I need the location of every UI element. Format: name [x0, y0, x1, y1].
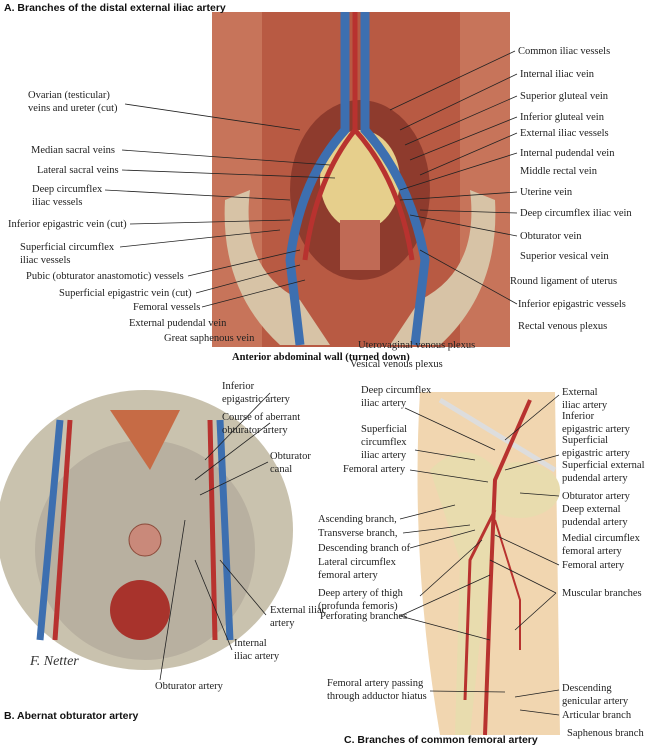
label-ovarian-veins: Ovarian (testicular) veins and ureter (c… [28, 90, 118, 114]
label-saphenous-branch: Saphenous branch [567, 728, 644, 739]
label-femoral-vessels: Femoral vessels [133, 302, 201, 313]
panel-a-title: A. Branches of the distal external iliac… [4, 2, 226, 14]
label-deep-circumflex-iliac-artery: Deep circumflex iliac artery [361, 385, 432, 409]
label-great-saphenous-vein: Great saphenous vein [164, 333, 255, 344]
label-superficial-external-pudendal-artery: Superficial external pudendal artery [562, 460, 645, 484]
label-superficial-epigastric-vein: Superficial epigastric vein (cut) [59, 288, 192, 299]
panel-b-title: B. Abernat obturator artery [4, 710, 139, 722]
label-pubic-vessels: Pubic (obturator anastomotic) vessels [26, 271, 184, 282]
label-external-iliac-artery-b: External iliac artery [270, 605, 327, 629]
label-vesical-venous-plexus: Vesical venous plexus [350, 359, 443, 370]
label-deep-circumflex-iliac-vein: Deep circumflex iliac vein [520, 208, 632, 219]
panel-a-caption: Anterior abdominal wall (turned down) [232, 352, 410, 363]
label-obturator-canal: Obturator canal [270, 451, 311, 475]
label-deep-external-pudendal-artery: Deep external pudendal artery [562, 504, 628, 528]
label-internal-pudendal-vein: Internal pudendal vein [520, 148, 615, 159]
label-round-ligament-of-uterus: Round ligament of uterus [510, 276, 618, 287]
label-obturator-artery-b: Obturator artery [155, 681, 223, 692]
label-transverse-branch: Transverse branch, [318, 528, 398, 539]
label-descending-branch: Descending branch of [318, 543, 411, 554]
label-aberrant-obturator-course: Course of aberrant obturator artery [222, 412, 301, 436]
label-superficial-epigastric-artery: Superficial epigastric artery [562, 435, 630, 459]
label-perforating-branches: Perforating branches [320, 611, 408, 622]
label-rectal-venous-plexus: Rectal venous plexus [518, 321, 608, 332]
label-internal-iliac-artery-b: Internal iliac artery [234, 638, 280, 662]
label-uterine-vein: Uterine vein [520, 187, 573, 198]
label-articular-branch: Articular branch [562, 710, 632, 721]
label-obturator-artery-c: Obturator artery [562, 491, 630, 502]
label-femoral-artery-c-left: Femoral artery [343, 464, 406, 475]
label-superficial-circumflex-iliac-vessels: Superficial circumflex iliac vessels [20, 242, 115, 266]
label-lateral-circumflex-femoral-artery: Lateral circumflex femoral artery [318, 557, 396, 581]
label-muscular-branches: Muscular branches [562, 588, 642, 599]
label-superior-gluteal-vein: Superior gluteal vein [520, 91, 609, 102]
label-middle-rectal-vein: Middle rectal vein [520, 166, 597, 177]
panel-a-illustration [212, 12, 510, 347]
label-deep-circumflex-iliac-vessels: Deep circumflex iliac vessels [32, 184, 103, 208]
label-inferior-epigastric-artery-c: Inferior epigastric artery [562, 411, 630, 435]
panel-c-illustration [417, 392, 560, 736]
label-ascending-branch: Ascending branch, [318, 514, 397, 525]
label-superior-vesical-vein: Superior vesical vein [520, 251, 609, 262]
label-femoral-artery-adductor-hiatus: Femoral artery passing through adductor … [327, 678, 427, 702]
label-external-iliac-vessels: External iliac vessels [520, 128, 609, 139]
label-medial-circumflex-femoral-artery: Medial circumflex femoral artery [562, 533, 640, 557]
label-common-iliac-vessels: Common iliac vessels [518, 46, 611, 57]
label-external-iliac-artery-c: External iliac artery [562, 387, 608, 411]
netter-signature: F. Netter [29, 654, 79, 669]
label-inferior-epigastric-vein: Inferior epigastric vein (cut) [8, 219, 127, 230]
panel-c-title: C. Branches of common femoral artery [344, 734, 538, 746]
label-internal-iliac-vein: Internal iliac vein [520, 69, 595, 80]
label-inferior-epigastric-artery-b: Inferior epigastric artery [222, 381, 290, 405]
label-median-sacral-veins: Median sacral veins [31, 145, 115, 156]
label-lateral-sacral-veins: Lateral sacral veins [37, 165, 119, 176]
leader-lines [104, 50, 560, 716]
label-superficial-circumflex-iliac-artery: Superficial circumflex iliac artery [361, 424, 408, 461]
label-deep-artery-of-thigh: Deep artery of thigh (profunda femoris) [318, 588, 403, 612]
label-obturator-vein: Obturator vein [520, 231, 582, 242]
label-uterovaginal-venous-plexus: Uterovaginal venous plexus [358, 340, 476, 351]
label-inferior-gluteal-vein: Inferior gluteal vein [520, 112, 604, 123]
label-external-pudendal-vein: External pudendal vein [129, 318, 227, 329]
label-femoral-artery-c-right: Femoral artery [562, 560, 625, 571]
label-descending-genicular-artery: Descending genicular artery [562, 683, 629, 707]
label-inferior-epigastric-vessels: Inferior epigastric vessels [518, 299, 626, 310]
